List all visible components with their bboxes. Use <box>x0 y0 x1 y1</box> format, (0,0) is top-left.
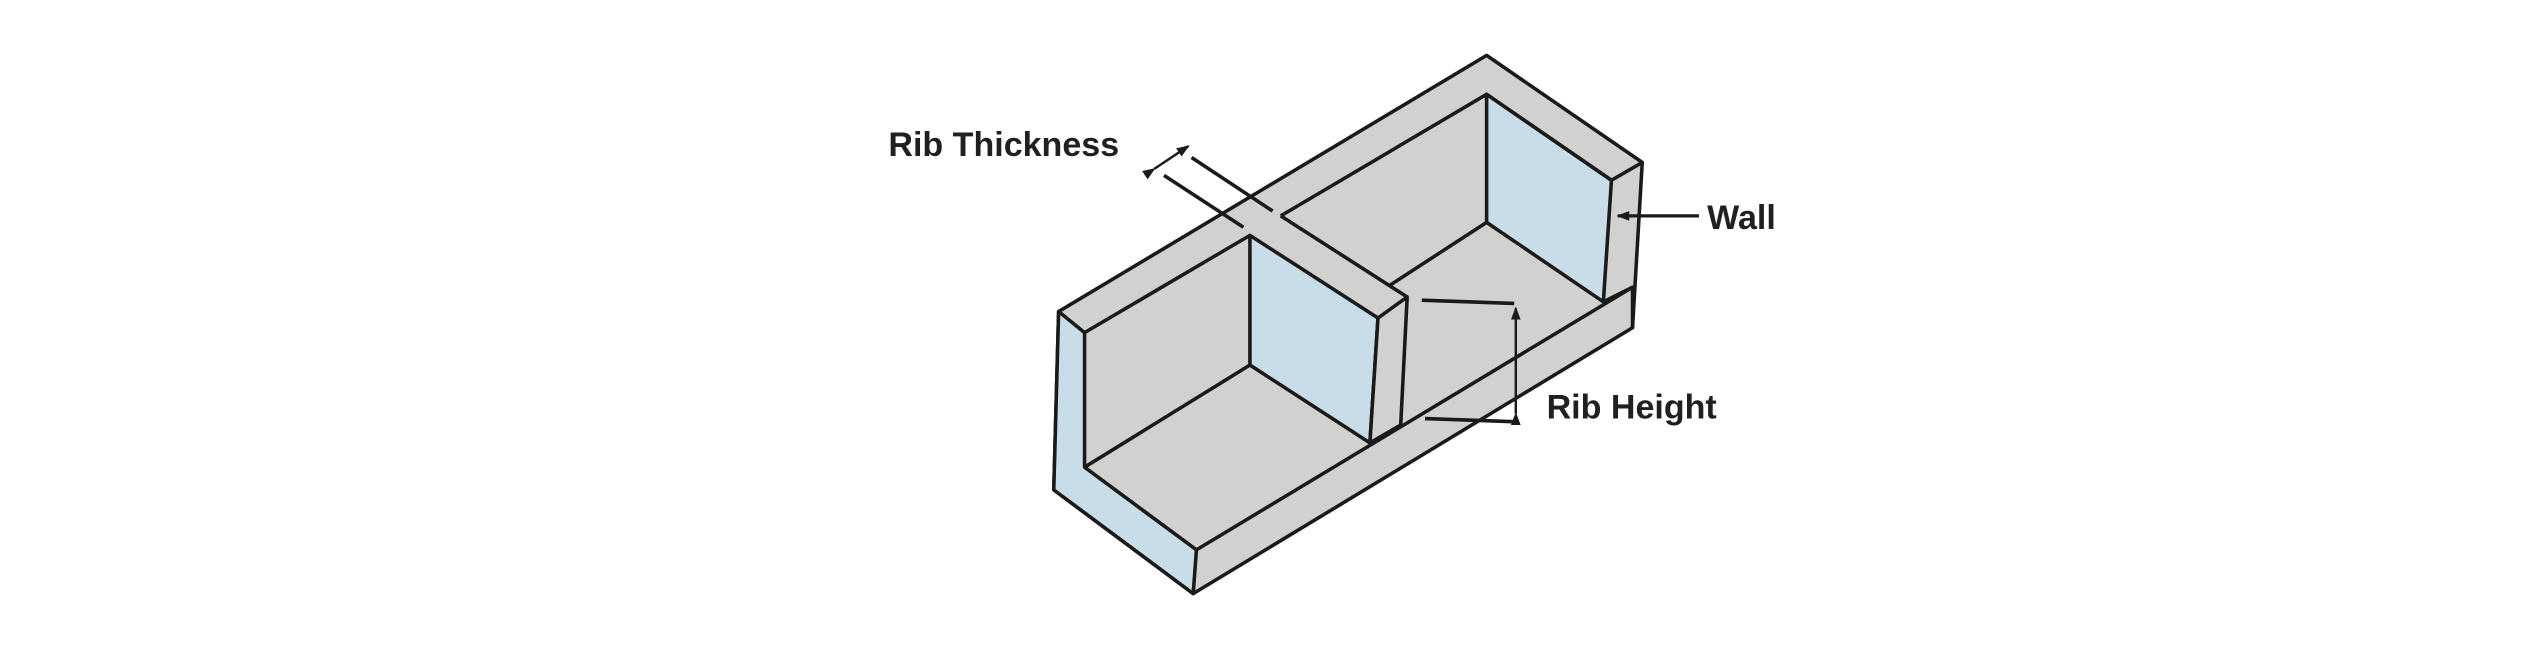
floor-edge-left <box>1083 363 1251 469</box>
rib-thickness-extension-line <box>1190 156 1274 213</box>
back-wall-inner-edge-left <box>1083 233 1251 335</box>
rib-height-label: Rib Height <box>1547 389 1717 427</box>
rib-top-edge <box>1279 214 1409 299</box>
ledge-front-edge <box>1195 285 1635 552</box>
rib-height-callout: Rib Height <box>1421 298 1717 427</box>
rib-thickness-label: Rib Thickness <box>888 126 1119 164</box>
rib-thickness-callout: Rib Thickness <box>888 126 1274 229</box>
wall-label: Wall <box>1707 199 1776 237</box>
part-body <box>1051 53 1645 596</box>
rib-thickness-extension-line <box>1163 173 1245 229</box>
rib-height-extension-line <box>1421 298 1515 306</box>
right-wall-edge <box>1602 285 1634 304</box>
floor-edge-right <box>1388 220 1488 288</box>
wall-callout: Wall <box>1616 199 1776 237</box>
back-wall-inner-edge-right <box>1279 92 1644 218</box>
rib-thickness-double-arrow-icon <box>1142 145 1190 180</box>
rib-height-extension-line <box>1424 416 1518 424</box>
